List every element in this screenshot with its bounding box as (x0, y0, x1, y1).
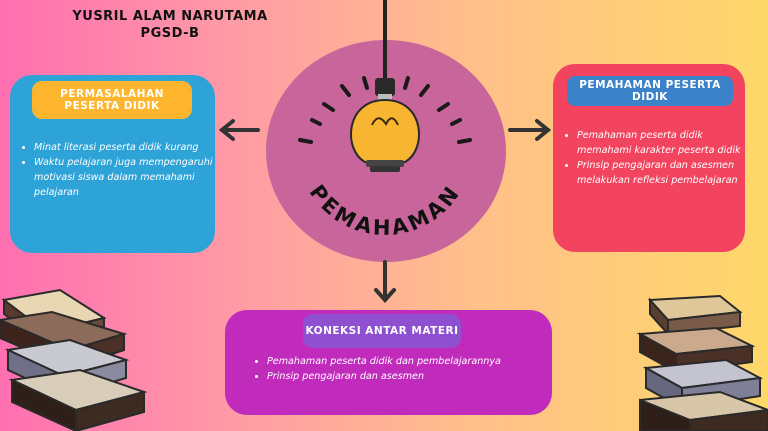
list-item: Pemahaman peserta didik memahami karakte… (577, 128, 753, 158)
lamp-cord (383, 0, 387, 80)
list-item: Prinsip pengajaran dan asesmen melakukan… (577, 158, 753, 188)
ray (437, 102, 450, 112)
ray (419, 84, 430, 97)
author-header: YUSRIL ALAM NARUTAMA PGSD-B (60, 8, 280, 42)
ray (298, 138, 313, 144)
arrow-right-icon (508, 119, 552, 141)
ray (403, 76, 410, 90)
card-problems-title: PERMASALAHAN PESERTA DIDIK (32, 81, 192, 119)
arrow-left-icon (218, 119, 260, 141)
card-understanding-list: Pemahaman peserta didik memahami karakte… (563, 128, 753, 188)
list-item: Prinsip pengajaran dan asesmen (267, 369, 557, 384)
ray (450, 118, 462, 126)
list-item: Minat literasi peserta didik kurang (34, 140, 224, 155)
ray (362, 76, 369, 90)
author-name: YUSRIL ALAM NARUTAMA (72, 9, 268, 24)
ray (340, 84, 351, 97)
ray (310, 118, 322, 126)
card-problems: PERMASALAHAN PESERTA DIDIK Minat literas… (10, 75, 215, 253)
book-stack-icon (0, 288, 148, 431)
book-stack-icon (636, 294, 768, 431)
lightbulb-icon (350, 78, 420, 172)
card-problems-list: Minat literasi peserta didik kurang Wakt… (20, 140, 224, 200)
list-item: Pemahaman peserta didik dan pembelajaran… (267, 354, 557, 369)
light-rays (298, 76, 472, 144)
card-connection-list: Pemahaman peserta didik dan pembelajaran… (253, 354, 557, 384)
card-understanding: PEMAHAMAN PESERTA DIDIK Pemahaman pesert… (553, 64, 745, 252)
card-understanding-title: PEMAHAMAN PESERTA DIDIK (567, 76, 733, 106)
card-connection-title: KONEKSI ANTAR MATERI (303, 314, 461, 348)
ray (322, 102, 335, 112)
card-connection: KONEKSI ANTAR MATERI Pemahaman peserta d… (225, 310, 552, 415)
list-item: Waktu pelajaran juga mempengaruhi motiva… (34, 155, 224, 200)
author-class: PGSD-B (140, 26, 200, 41)
arrow-down-icon (374, 260, 396, 303)
ray (457, 138, 472, 144)
